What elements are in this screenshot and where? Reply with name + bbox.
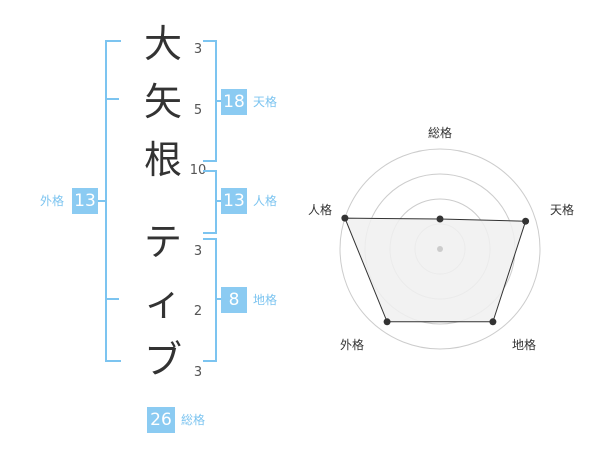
- radar-label-tenkaku: 天格: [550, 203, 575, 217]
- chikaku-label: 地格: [253, 293, 278, 307]
- jinkaku-badge: 13: [221, 188, 247, 214]
- radar-ring: [339, 148, 541, 350]
- stroke-count-5: 2: [193, 304, 203, 319]
- chikaku-bracket: [203, 238, 217, 362]
- radar-label-gaikaku: 外格: [340, 338, 365, 352]
- soukaku-label: 総格: [181, 413, 206, 427]
- gaikaku-bracket-tick: [107, 98, 119, 100]
- name-char-3: 根: [143, 138, 182, 182]
- radar-label-chikaku: 地格: [512, 338, 537, 352]
- stroke-count-6: 3: [193, 365, 203, 380]
- name-char-4: テ: [143, 220, 182, 264]
- chikaku-badge: 8: [221, 287, 247, 313]
- name-char-2: 矢: [143, 80, 182, 124]
- radar-series-polygon: [344, 217, 527, 323]
- name-char-5: ィ: [143, 280, 182, 324]
- radar-label-jinkaku: 人格: [308, 203, 333, 217]
- tenkaku-label: 天格: [253, 95, 278, 109]
- radar-point-4: [383, 318, 391, 326]
- radar-point-1: [436, 215, 444, 223]
- name-char-6: ブ: [143, 338, 182, 382]
- stroke-count-1: 3: [193, 42, 203, 57]
- soukaku-badge: 26: [147, 407, 175, 433]
- stroke-count-3: 10: [189, 163, 207, 178]
- radar-label-soukaku: 総格: [428, 126, 453, 140]
- tenkaku-badge: 18: [221, 89, 247, 115]
- stroke-count-4: 3: [193, 244, 203, 259]
- radar-point-3: [489, 318, 497, 326]
- jinkaku-bracket: [203, 170, 217, 234]
- gaikaku-bracket-tick: [107, 298, 119, 300]
- jinkaku-connector: [215, 200, 223, 202]
- gaikaku-connector: [98, 200, 107, 202]
- name-char-1: 大: [143, 22, 182, 66]
- radar-center: [437, 246, 443, 252]
- radar-point-2: [522, 217, 530, 225]
- chikaku-connector: [215, 298, 223, 300]
- gaikaku-label: 外格: [40, 194, 65, 208]
- radar-point-5: [341, 214, 349, 222]
- stroke-count-2: 5: [193, 103, 203, 118]
- tenkaku-connector: [215, 100, 223, 102]
- jinkaku-label: 人格: [253, 194, 278, 208]
- gaikaku-badge: 13: [72, 188, 98, 214]
